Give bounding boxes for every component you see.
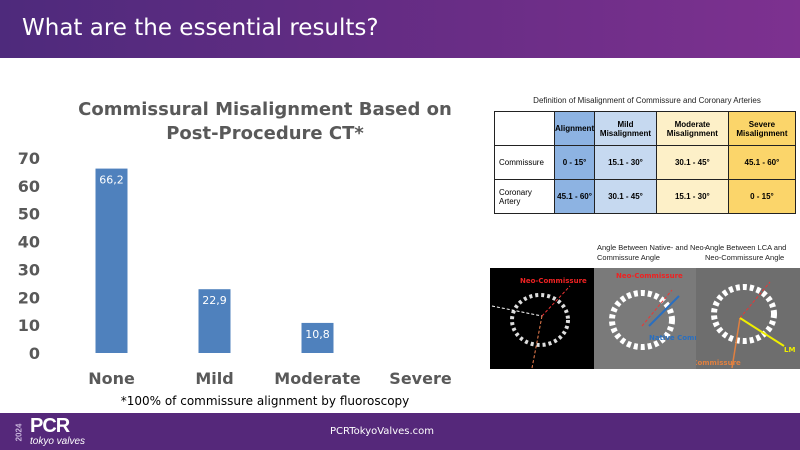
cell: 0 - 15°	[727, 179, 797, 214]
logo-year: 2024	[14, 423, 24, 442]
bar-none	[95, 168, 128, 353]
neo-commissure-label: Neo-Commissure	[520, 277, 587, 285]
footnote: *100% of commissure alignment by fluoros…	[120, 394, 410, 408]
neo-commissure-label: Neo-Commissure	[616, 272, 683, 280]
native-commissure-label: Native Commissure	[649, 334, 696, 342]
y-tick-label: 0	[29, 344, 40, 363]
y-tick-label: 50	[18, 205, 40, 224]
header: What are the essential results?	[0, 0, 800, 58]
cell: 0 - 15°	[553, 145, 596, 180]
y-tick-label: 70	[18, 149, 40, 168]
x-tick-label: None	[88, 369, 135, 388]
x-tick-label: Mild	[195, 369, 233, 388]
cell: 15.1 - 30°	[655, 179, 729, 214]
logo-sub: tokyo valves	[30, 436, 86, 447]
y-tick-label: 10	[18, 316, 40, 335]
table-title: Definition of Misalignment of Commissure…	[533, 96, 761, 105]
row-header: Coronary Artery	[494, 179, 555, 214]
header-cell: Alignment	[553, 111, 596, 146]
bar-moderate	[301, 322, 334, 353]
cell: 45.1 - 60°	[553, 179, 596, 214]
lm-label: LM	[784, 346, 795, 354]
header-cell: Severe Misalignment	[727, 111, 797, 146]
y-tick-label: 40	[18, 233, 40, 252]
data-label: 66,2	[99, 174, 124, 187]
page-title: What are the essential results?	[22, 15, 379, 41]
image-caption: Angle Between Native- and Neo-Commissure…	[597, 243, 707, 262]
cell: 45.1 - 60°	[727, 145, 797, 180]
footer-url: PCRTokyoValves.com	[330, 426, 435, 437]
cell: 30.1 - 45°	[655, 145, 729, 180]
header-cell: Mild Misalignment	[594, 111, 657, 146]
ct-image-1: Neo-Commissure	[490, 268, 594, 369]
data-label: 10,8	[305, 328, 330, 341]
bar-mild	[198, 289, 231, 353]
x-tick-label: Moderate	[274, 369, 361, 388]
cell: 30.1 - 45°	[594, 179, 657, 214]
chart-title: Commissural Misalignment Based on Post-P…	[78, 99, 452, 144]
header-cell: Moderate Misalignment	[655, 111, 729, 146]
y-tick-label: 60	[18, 177, 40, 196]
neo-commissure-label: Neo-Commissure	[696, 359, 741, 367]
header-cell	[494, 111, 555, 146]
logo-brand: PCR	[30, 415, 70, 437]
row-header: Commissure	[494, 145, 555, 180]
footer: 2024 PCR tokyo valves PCRTokyoValves.com	[0, 413, 800, 450]
y-tick-label: 20	[18, 288, 40, 307]
ct-image-3: LM Neo-Commissure	[696, 268, 800, 369]
data-label: 22,9	[202, 294, 227, 307]
y-tick-label: 30	[18, 260, 40, 279]
cell: 15.1 - 30°	[594, 145, 657, 180]
x-tick-label: Severe	[389, 369, 452, 388]
image-caption: Angle Between LCA and Neo-Commissure Ang…	[705, 243, 787, 262]
ct-image-2: Neo-Commissure Native Commissure	[594, 268, 696, 369]
